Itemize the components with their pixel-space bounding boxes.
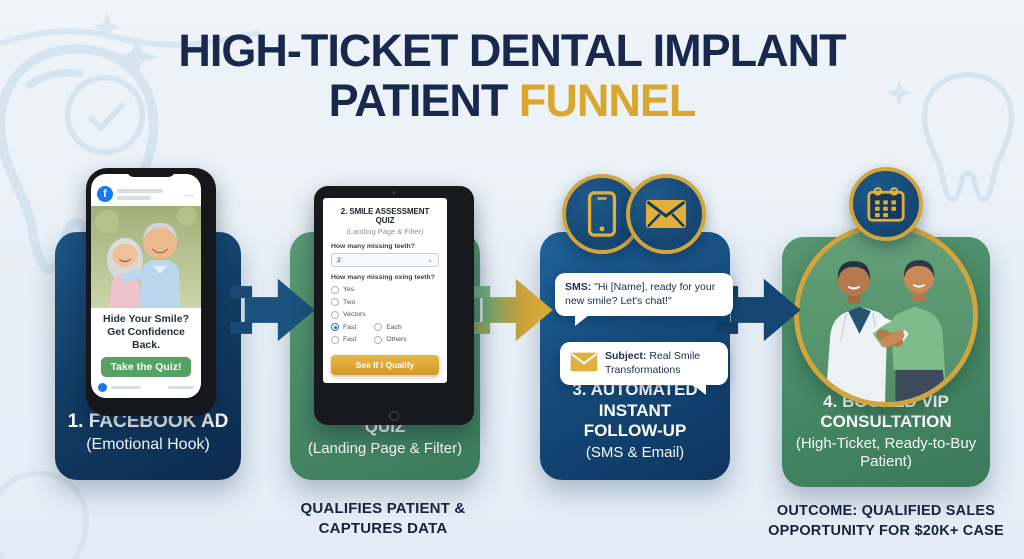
radio-button[interactable] (374, 335, 383, 344)
arrow-stage2-to-stage3 (468, 278, 553, 342)
radio-label: Fast (343, 323, 357, 331)
radio-option-row: Fast Each (331, 323, 439, 331)
radio-option-row: Two (331, 298, 439, 306)
facebook-icon (98, 383, 107, 392)
ad-couple-photo (91, 206, 201, 308)
sms-message-bubble: SMS: "Hi [Name], ready for your new smil… (555, 273, 733, 327)
stage3-label: 3. AUTOMATED INSTANT FOLLOW-UP (572, 379, 698, 441)
radio-option-row: Fast Others (331, 335, 439, 344)
radio-button[interactable] (331, 310, 339, 319)
radio-option-row: Vectors (331, 310, 439, 319)
phone-notch (127, 168, 175, 177)
calendar-icon (867, 187, 905, 222)
quiz-subheading: (Landing Page & Filter) (346, 227, 424, 236)
envelope-icon (646, 200, 686, 228)
chevron-down-icon: ⌄ (427, 257, 433, 264)
facebook-post-header: f … (91, 174, 201, 206)
facebook-icon: f (97, 186, 113, 202)
quiz-screen: 2. SMILE ASSESSMENT QUIZ (Landing Page &… (323, 198, 447, 383)
select-value: 2 (337, 256, 341, 264)
quiz-heading: 2. SMILE ASSESSMENT QUIZ (340, 207, 430, 225)
email-subject-prefix: Subject: (605, 350, 647, 362)
stage1-sublabel: (Emotional Hook) (86, 435, 210, 453)
page-title-funnel: FUNNEL (518, 74, 696, 126)
sms-prefix: SMS: (565, 281, 592, 293)
radio-label: Yes (343, 286, 355, 293)
sms-message: "Hi [Name], ready for your new smile? Le… (565, 281, 716, 307)
email-badge (626, 174, 706, 254)
email-subject-bubble: Subject: Real Smile Transformations (560, 342, 728, 396)
envelope-icon (570, 352, 598, 372)
arrow-stage1-to-stage2 (230, 278, 315, 342)
stage4-sublabel: (High-Ticket, Ready-to-Buy Patient) (795, 435, 977, 470)
radio-button[interactable] (374, 323, 383, 331)
facebook-post-footer (91, 382, 201, 398)
page-title-line1: HIGH-TICKET DENTAL IMPLANT (178, 25, 846, 76)
page-title: HIGH-TICKET DENTAL IMPLANT PATIENT FUNNE… (0, 26, 1024, 125)
radio-button-selected[interactable] (331, 323, 339, 331)
facebook-ad-screen: f … (91, 174, 201, 398)
quiz-question-1: How many missing teeth? (331, 243, 415, 250)
radio-button[interactable] (331, 298, 339, 306)
radio-button[interactable] (331, 285, 339, 294)
radio-label: Fast (343, 336, 357, 343)
radio-label: Others (386, 336, 407, 343)
tablet-mockup: 2. SMILE ASSESSMENT QUIZ (Landing Page &… (314, 186, 474, 425)
phone-mockup: f … (86, 168, 216, 416)
take-the-quiz-button[interactable]: Take the Quiz! (101, 357, 191, 377)
radio-label: Each (386, 323, 402, 331)
radio-option-row: Yes (331, 285, 439, 294)
stage4-caption: OUTCOME: QUALIFIED SALES OPPORTUNITY FOR… (768, 503, 1004, 539)
handshake-illustration (794, 223, 978, 407)
radio-label: Vectors (343, 311, 366, 318)
stage2-sublabel: (Landing Page & Filter) (307, 440, 463, 457)
stage3-sublabel: (SMS & Email) (585, 444, 685, 461)
stage2-caption: QUALIFIES PATIENT & CAPTURES DATA (300, 500, 466, 538)
post-placeholder-bars (117, 188, 180, 200)
smartphone-icon (587, 191, 617, 237)
radio-button[interactable] (331, 335, 339, 344)
quiz-question-2: How many missing oxing teeth? (331, 274, 435, 281)
tablet-camera-dot (392, 191, 396, 194)
calendar-badge (849, 167, 923, 241)
email-subject-text: Real Smile Transformations (605, 350, 701, 376)
ellipsis-icon[interactable]: … (184, 188, 195, 199)
ad-headline: Hide Your Smile? Get Confidence Back. (103, 312, 189, 351)
tablet-home-button[interactable] (389, 411, 399, 421)
page-title-line2: PATIENT FUNNEL (0, 74, 1024, 126)
see-if-i-qualify-button[interactable]: See If I Qualify (331, 355, 439, 375)
radio-label: Two (343, 298, 356, 306)
page-title-patient: PATIENT (328, 74, 509, 126)
missing-teeth-select[interactable]: 2 ⌄ (331, 253, 439, 267)
